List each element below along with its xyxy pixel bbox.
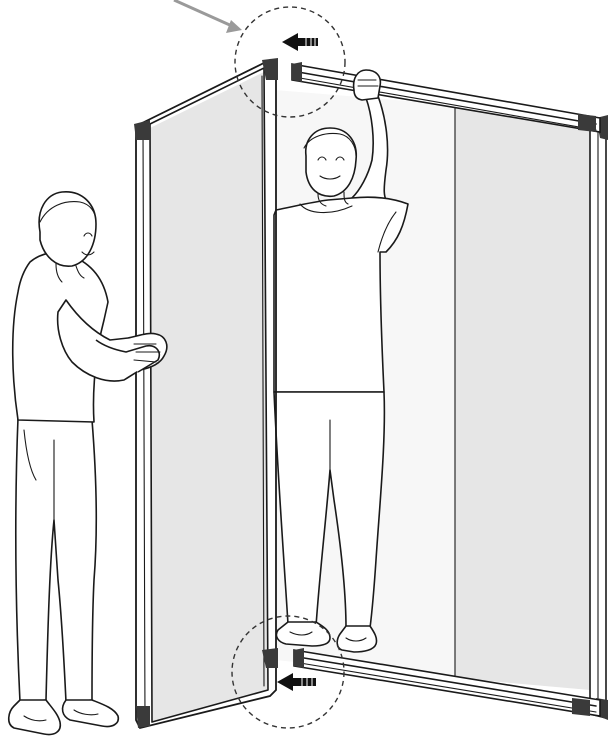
sliding-door-panel	[134, 58, 278, 728]
right-frame-profile	[590, 115, 608, 720]
arrow-left-icon	[282, 33, 318, 51]
arrow-left-icon	[277, 673, 316, 691]
pointer-arrow-icon	[174, 0, 242, 33]
